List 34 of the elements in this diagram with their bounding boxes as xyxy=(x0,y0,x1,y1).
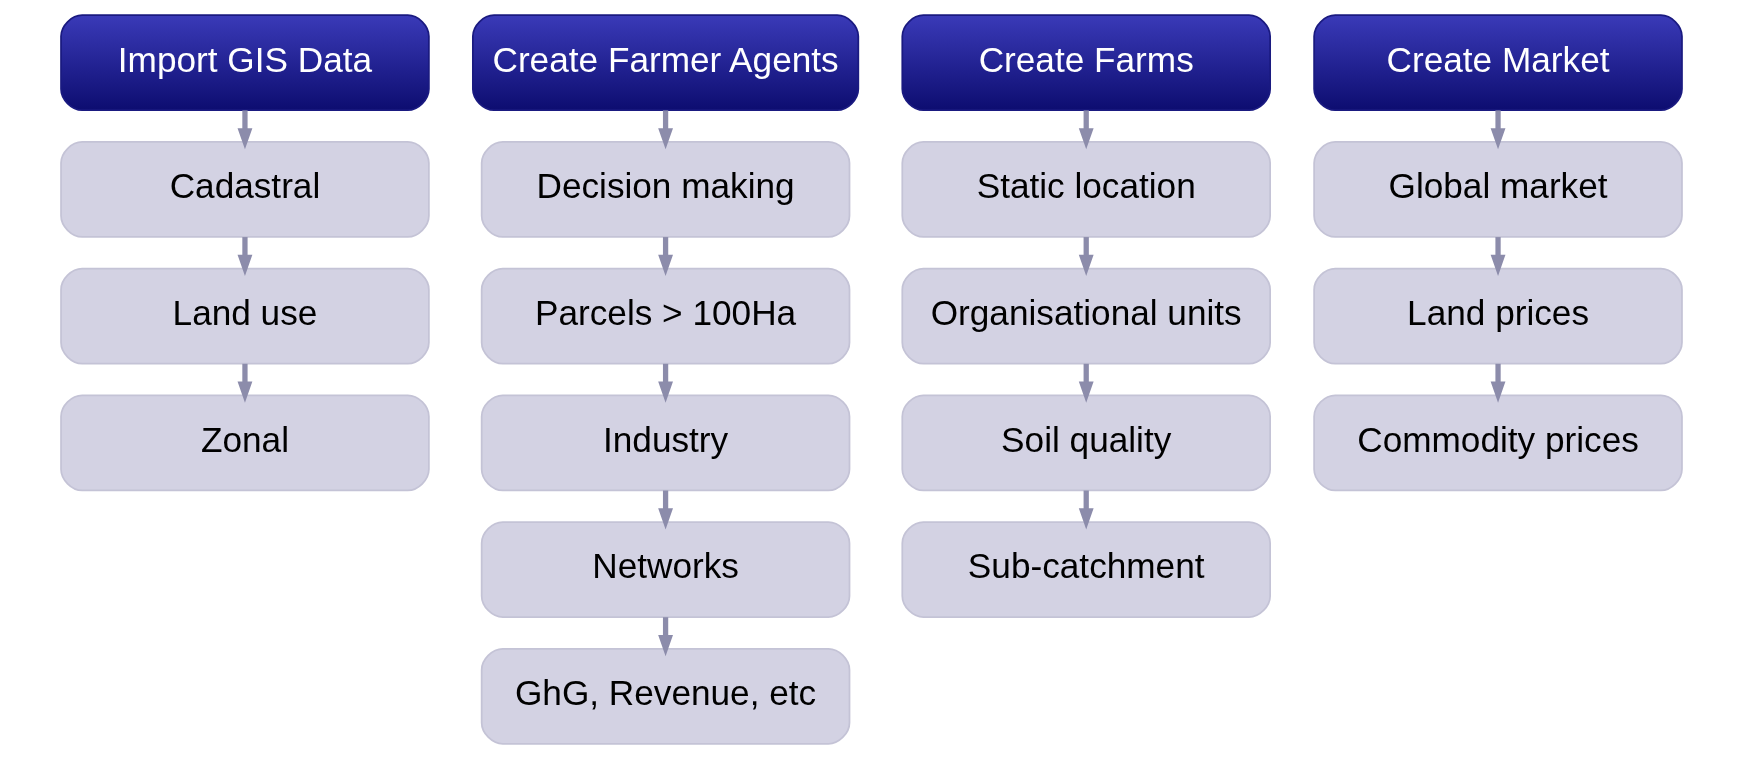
node-box: Land prices xyxy=(1312,267,1683,365)
node-box: Industry xyxy=(480,394,850,492)
arrow xyxy=(1490,363,1505,403)
node-box: Import GIS Data xyxy=(59,14,430,112)
node-box: GhG, Revenue, etc xyxy=(480,647,850,745)
arrow xyxy=(1078,490,1094,530)
arrow xyxy=(1490,110,1505,150)
node-box: Parcels > 100Ha xyxy=(480,267,850,365)
node-box: Static location xyxy=(900,141,1271,238)
node-box: Zonal xyxy=(59,394,430,492)
node-box: Decision making xyxy=(480,141,850,238)
node-box: Organisational units xyxy=(900,267,1271,365)
node-box: Commodity prices xyxy=(1312,394,1683,492)
arrow xyxy=(1078,110,1094,150)
node-box: Create Market xyxy=(1312,14,1683,112)
node-box: Create Farmer Agents xyxy=(471,14,859,112)
node-box: Soil quality xyxy=(900,394,1271,492)
arrow xyxy=(657,363,673,403)
node-box: Create Farms xyxy=(900,14,1271,112)
arrow xyxy=(237,237,252,277)
node-box: Networks xyxy=(480,521,850,618)
node-box: Cadastral xyxy=(59,141,430,238)
arrow xyxy=(657,237,673,277)
node-box: Sub-catchment xyxy=(900,521,1271,618)
arrow xyxy=(1078,363,1094,403)
arrow xyxy=(657,617,673,657)
arrow xyxy=(657,490,673,530)
arrow xyxy=(1078,237,1094,277)
arrow xyxy=(237,110,252,150)
node-box: Global market xyxy=(1312,141,1683,238)
node-box: Land use xyxy=(59,267,430,365)
arrow xyxy=(237,363,252,403)
arrow xyxy=(1490,237,1505,277)
arrow xyxy=(657,110,673,150)
